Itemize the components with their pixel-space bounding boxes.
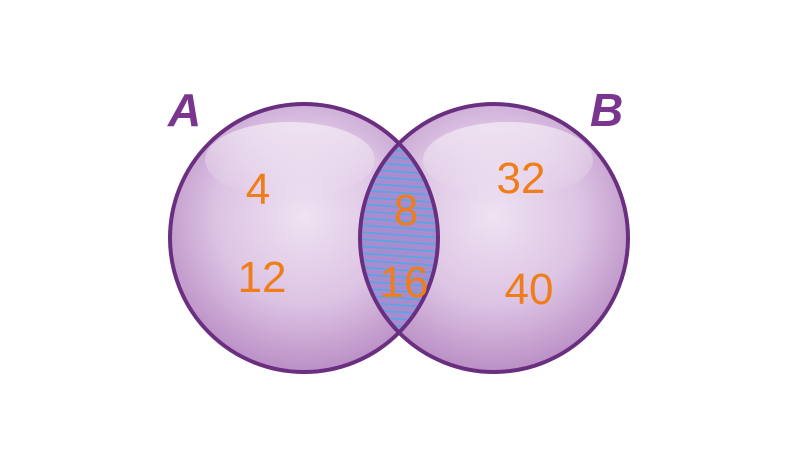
set-a-outline bbox=[168, 102, 440, 374]
set-b-circle bbox=[360, 104, 628, 372]
set-b-label: B bbox=[590, 84, 623, 136]
set-b-only-element: 40 bbox=[505, 265, 554, 314]
set-b-only-element: 32 bbox=[497, 154, 546, 203]
set-a-circle bbox=[170, 104, 438, 372]
set-a-only-element: 12 bbox=[238, 253, 287, 302]
set-b-outline bbox=[358, 102, 630, 374]
intersection-element: 8 bbox=[394, 186, 418, 235]
intersection-element: 16 bbox=[380, 258, 429, 307]
set-a-only-element: 4 bbox=[246, 165, 270, 214]
set-a-label: A bbox=[167, 84, 201, 136]
